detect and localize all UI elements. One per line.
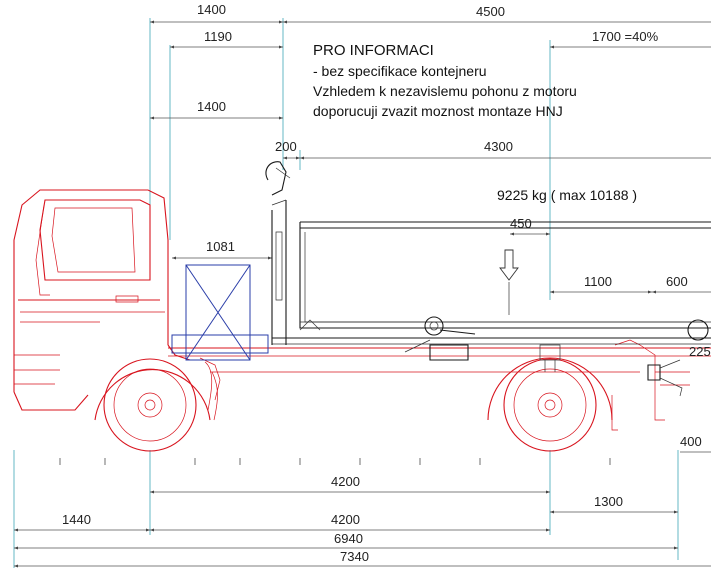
rear-wheel [487,357,618,452]
dim-1400-second: 1400 [197,99,226,114]
dim-400: 400 [680,434,702,449]
dim-7340: 7340 [340,549,369,564]
load-arrow [499,249,519,315]
dim-4200-lower: 4200 [331,512,360,527]
equipment-box [171,264,269,361]
dim-225: 225 [689,344,711,359]
dim-1400-top: 1400 [197,2,226,17]
dim-600: 600 [666,274,688,289]
note-line-2: Vzhledem k nezavislemu pohonu z motoru [313,83,577,99]
dim-1190: 1190 [204,29,232,44]
dim-1300: 1300 [594,494,623,509]
chassis-frame [168,339,711,421]
truck-cab [13,189,221,421]
front-wheel [103,358,197,452]
dim-6940: 6940 [334,531,363,546]
dim-4300: 4300 [484,139,513,154]
hooklift-body [265,161,711,397]
dimension-labels: 1400 4500 1190 1700 =40% 1400 200 4300 1… [62,2,711,564]
dim-200: 200 [275,139,297,154]
dim-1081: 1081 [206,239,235,254]
dim-1100: 1100 [584,274,612,289]
note-line-3: doporucuji zvazit moznost montaze HNJ [313,103,563,119]
weight-label: 9225 kg ( max 10188 ) [497,187,637,203]
ground-ticks [59,458,611,465]
dim-4500: 4500 [476,4,505,19]
dimension-lines [13,18,711,568]
note-line-1: - bez specifikace kontejneru [313,63,487,79]
dim-450: 450 [510,216,532,231]
note-title: PRO INFORMACI [313,42,434,59]
dim-1700: 1700 =40% [592,29,659,44]
notes-block: PRO INFORMACI - bez specifikace kontejne… [313,42,577,119]
dim-4200-upper: 4200 [331,474,360,489]
dim-1440: 1440 [62,512,91,527]
